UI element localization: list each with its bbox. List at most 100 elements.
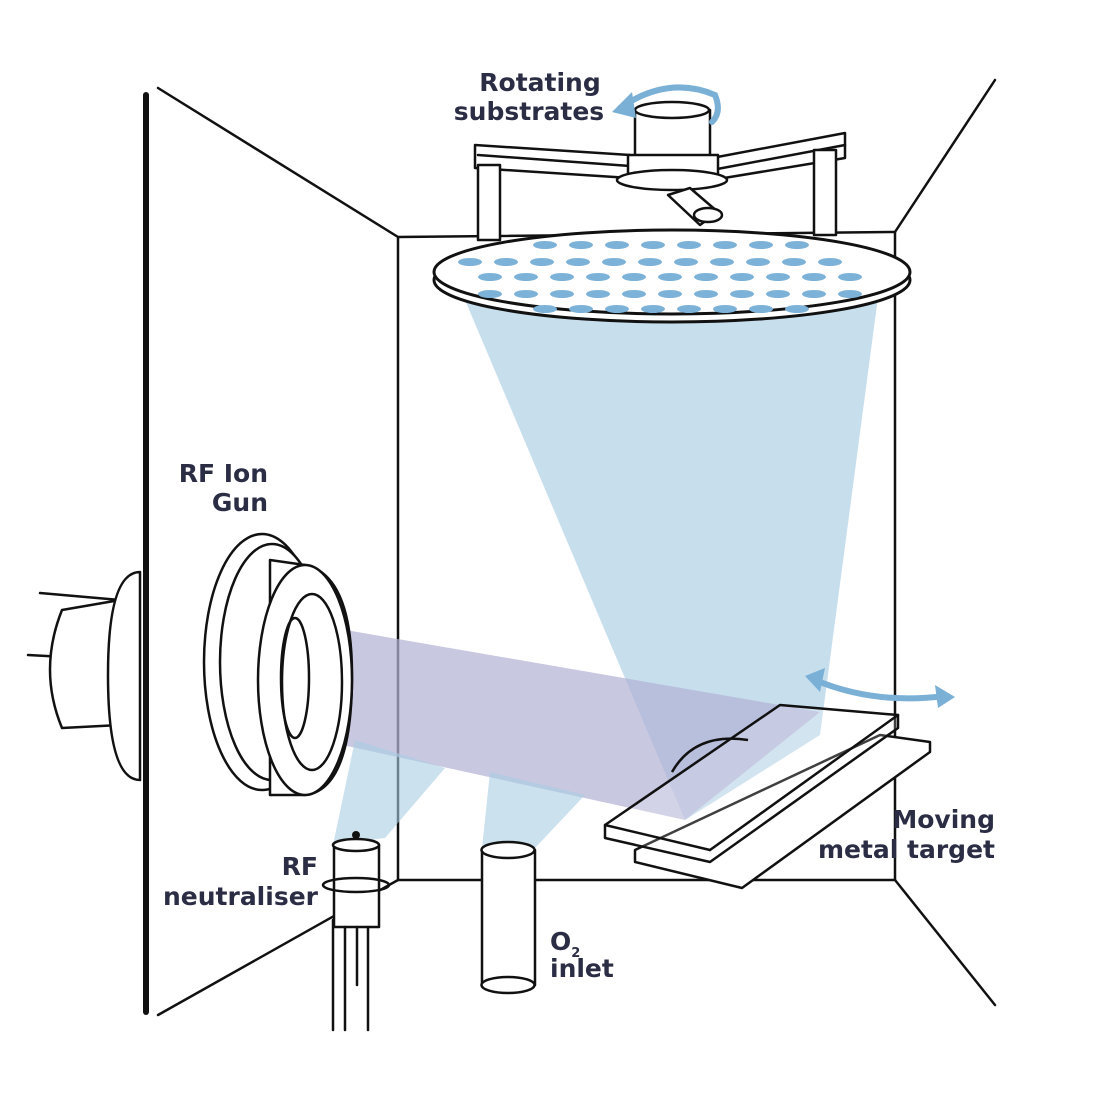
substrate-wafer bbox=[730, 273, 754, 281]
substrate-wafer bbox=[566, 258, 590, 266]
label-neutraliser-line2: neutraliser bbox=[163, 882, 319, 911]
substrate-wafer bbox=[785, 305, 809, 313]
substrate-wafer bbox=[586, 273, 610, 281]
substrate-wafer bbox=[622, 273, 646, 281]
hub-spindle-end bbox=[692, 206, 724, 224]
neutraliser-tip bbox=[352, 831, 360, 839]
label-ion-gun-line1: RF Ion bbox=[179, 459, 268, 488]
substrate-wafer bbox=[677, 241, 701, 249]
substrate-wafer bbox=[478, 290, 502, 298]
rotation-arrowhead-icon bbox=[612, 92, 636, 118]
substrate-wafer bbox=[533, 241, 557, 249]
substrate-wafer bbox=[713, 241, 737, 249]
substrate-holder bbox=[432, 84, 912, 324]
substrate-wafer bbox=[785, 241, 809, 249]
substrate-wafer bbox=[586, 290, 610, 298]
motion-arrowhead-left-icon bbox=[805, 668, 825, 692]
metal-target bbox=[603, 668, 955, 890]
sputter-plume bbox=[465, 282, 880, 820]
substrate-wafer bbox=[674, 258, 698, 266]
substrate-wafer bbox=[530, 258, 554, 266]
target-front-edge bbox=[603, 823, 712, 852]
substrate-wafer bbox=[458, 258, 482, 266]
substrate-wafer bbox=[550, 290, 574, 298]
substrate-wafer bbox=[749, 305, 773, 313]
substrate-wafer bbox=[478, 273, 502, 281]
o2-inlet-beam bbox=[482, 772, 585, 848]
motion-arrow-icon bbox=[812, 677, 948, 702]
label-rotating-line2: substrates bbox=[454, 97, 604, 126]
substrate-wafer bbox=[749, 241, 773, 249]
target-holder-dome bbox=[670, 737, 749, 773]
substrate-wafer bbox=[802, 273, 826, 281]
substrate-wafer bbox=[569, 305, 593, 313]
substrate-wafers bbox=[458, 241, 862, 313]
drive-shaft-top bbox=[633, 100, 711, 120]
substrate-wafer bbox=[533, 305, 557, 313]
label-o2-main: O bbox=[550, 927, 571, 956]
substrate-wafer bbox=[550, 273, 574, 281]
substrate-wafer bbox=[766, 290, 790, 298]
substrate-plate bbox=[432, 228, 912, 316]
label-rotating-line1: Rotating bbox=[479, 68, 600, 97]
substrate-wafer bbox=[818, 258, 842, 266]
substrate-wafer bbox=[638, 258, 662, 266]
label-o2: O2 bbox=[550, 927, 580, 961]
substrate-wafer bbox=[710, 258, 734, 266]
rf-ion-gun bbox=[26, 532, 354, 797]
substrate-wafer bbox=[658, 273, 682, 281]
gun-cable-top bbox=[38, 591, 122, 602]
substrate-wafer bbox=[694, 290, 718, 298]
chamber-right-bottom-edge bbox=[893, 878, 997, 1007]
neutraliser-body bbox=[332, 843, 381, 929]
o2-inlet-base bbox=[480, 975, 536, 995]
motion-arrowhead-right-icon bbox=[935, 685, 955, 708]
gun-rear-flange bbox=[106, 570, 142, 782]
hub-base bbox=[615, 168, 729, 192]
target-front-edge-right bbox=[708, 713, 900, 852]
substrate-wafer bbox=[782, 258, 806, 266]
target-front-plate bbox=[603, 703, 900, 864]
substrate-wafer bbox=[694, 273, 718, 281]
substrate-wafer bbox=[713, 305, 737, 313]
holder-arm-left-line bbox=[476, 153, 632, 168]
label-o2-subscript: 2 bbox=[571, 946, 580, 961]
substrate-wafer bbox=[569, 241, 593, 249]
label-target-line2: metal target bbox=[818, 835, 995, 864]
substrate-wafer bbox=[802, 290, 826, 298]
chamber-left-wall bbox=[156, 86, 400, 1017]
labels: Rotating substrates RF Ion Gun RF neutra… bbox=[163, 68, 995, 983]
substrate-wafer bbox=[658, 290, 682, 298]
substrate-wafer bbox=[494, 258, 518, 266]
substrate-wafer bbox=[605, 305, 629, 313]
gun-rear-body bbox=[48, 598, 122, 730]
substrate-wafer bbox=[514, 273, 538, 281]
substrate-wafer bbox=[766, 273, 790, 281]
substrate-wafer bbox=[838, 273, 862, 281]
substrate-wafer bbox=[605, 241, 629, 249]
chamber-right-top-edge bbox=[893, 78, 997, 234]
substrate-wafer bbox=[641, 305, 665, 313]
gun-aperture-grid bbox=[279, 616, 311, 740]
neutraliser-top bbox=[331, 837, 381, 853]
label-target-line1: Moving bbox=[892, 805, 995, 834]
substrate-wafer bbox=[677, 305, 701, 313]
label-ion-gun-line2: Gun bbox=[212, 488, 268, 517]
rotation-arrow-icon bbox=[617, 84, 721, 125]
substrate-wafer bbox=[838, 290, 862, 298]
holder-leg-right bbox=[812, 148, 838, 237]
neutraliser-beam bbox=[333, 740, 445, 845]
substrate-wafer bbox=[622, 290, 646, 298]
rf-neutraliser bbox=[321, 831, 391, 1032]
neutraliser-ring bbox=[321, 876, 391, 894]
substrate-wafer bbox=[730, 290, 754, 298]
substrate-wafer bbox=[602, 258, 626, 266]
substrate-wafer bbox=[514, 290, 538, 298]
label-o2-inlet: inlet bbox=[550, 954, 614, 983]
holder-leg-left bbox=[476, 163, 502, 242]
o2-inlet-opening bbox=[480, 840, 536, 860]
substrate-wafer bbox=[641, 241, 665, 249]
label-neutraliser-line1: RF bbox=[282, 852, 318, 881]
